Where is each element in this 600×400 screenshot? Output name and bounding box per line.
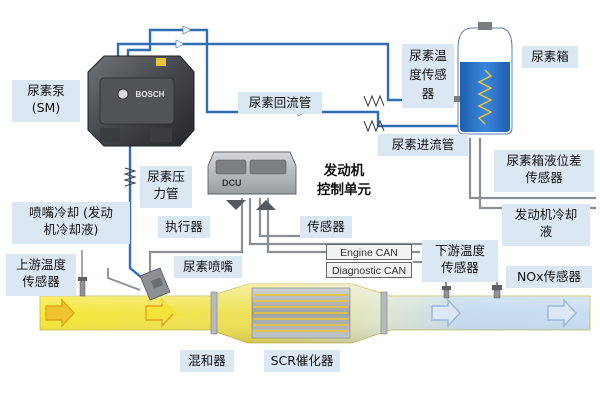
engine-coolant-label: 发动机冷却 液: [502, 204, 590, 246]
diagnostic-can-bus-label: Diagnostic CAN: [326, 262, 412, 278]
downstream-temp-sensor-label: 下游温度 传感器: [422, 240, 498, 282]
downstream-temp-line2: 传感器: [441, 260, 479, 275]
sensor-label-text: 传感器: [307, 219, 345, 234]
urea-return-line-label-text: 尿素回流管: [248, 95, 312, 110]
nox-sensor-icon: [492, 285, 502, 299]
urea-tank-temp-line2: 度传感: [409, 67, 447, 82]
nozzle-coolant-line: [107, 268, 141, 291]
urea-return-line-label: 尿素回流管: [238, 92, 322, 114]
tank-level-sensor-label: 尿素箱液位差 传感器: [494, 150, 594, 192]
urea-inlet-line-label: 尿素进流管: [378, 134, 468, 156]
urea-tank-temp-sensor-label: 尿素温 度传感 器: [402, 44, 454, 108]
ecu-title-label: 发动机 控制单元: [300, 160, 388, 202]
dcu-io-arrows: [226, 200, 276, 210]
mixer-label-text: 混和器: [188, 353, 226, 368]
engine-can-text: Engine CAN: [340, 247, 398, 259]
nox-sensor-label: NOx传感器: [506, 266, 592, 288]
urea-pressure-line2: 力管: [153, 186, 179, 201]
scr-catalyst-core: [251, 287, 351, 339]
scr-catalyst-label-text: SCR催化器: [270, 353, 334, 368]
nozzle-cooling-label: 喷嘴冷却 (发动 机冷却液): [12, 202, 130, 244]
tank-level-line2: 传感器: [525, 170, 563, 185]
downstream-temp-line1: 下游温度: [434, 243, 485, 258]
ecu-title-line1: 发动机: [323, 163, 365, 179]
engine-can-bus-label: Engine CAN: [326, 244, 412, 260]
pipe-flanges: [210, 291, 388, 335]
urea-tank-label-text: 尿素箱: [531, 49, 569, 64]
nozzle-cooling-line1: 喷嘴冷却 (发动: [29, 205, 113, 220]
scr-catalyst-label: SCR催化器: [264, 350, 340, 372]
downstream-temp-sensor-icon: [442, 286, 451, 299]
urea-pressure-line-label: 尿素压 力管: [140, 166, 192, 208]
ecu-title-line2: 控制单元: [317, 182, 371, 198]
urea-pump-label-line1: 尿素泵: [27, 83, 65, 98]
tank-level-line1: 尿素箱液位差: [506, 153, 582, 168]
dcu-name-text: DCU: [222, 178, 242, 188]
pump-brand-text: BOSCH: [136, 90, 165, 99]
urea-inlet-line-label-text: 尿素进流管: [391, 137, 455, 152]
urea-pressure-coil: [123, 167, 137, 187]
upstream-temp-sensor-label: 上游温度 传感器: [6, 254, 76, 296]
urea-pump-label: 尿素泵 (SM): [12, 80, 80, 122]
actuator-label: 执行器: [158, 216, 210, 238]
nox-sensor-label-text: NOx传感器: [516, 269, 582, 284]
urea-nozzle-label-text: 尿素喷嘴: [182, 259, 233, 274]
urea-nozzle-icon: [139, 267, 179, 318]
upstream-temp-line2: 传感器: [22, 274, 60, 289]
urea-pump-label-line2: (SM): [31, 100, 61, 115]
sensor-label: 传感器: [300, 216, 352, 238]
urea-tank-temp-line3: 器: [421, 86, 435, 101]
upstream-temp-line1: 上游温度: [15, 257, 66, 272]
dcu-ecu-icon: DCU: [207, 151, 297, 195]
engine-coolant-line2: 液: [539, 224, 553, 239]
mixer-label: 混和器: [180, 350, 234, 372]
urea-nozzle-label: 尿素喷嘴: [174, 256, 242, 278]
actuator-label-text: 执行器: [165, 219, 203, 234]
urea-inlet-line: [126, 28, 468, 128]
urea-tank-icon: [452, 22, 513, 135]
urea-tank-temp-line1: 尿素温: [409, 48, 447, 63]
return-line-coil: [363, 94, 385, 133]
upstream-temp-sensor-icon: [78, 250, 87, 297]
urea-tank-label: 尿素箱: [522, 46, 578, 68]
urea-pump-icon: BOSCH: [87, 55, 195, 147]
nozzle-cooling-line2: 机冷却液): [43, 222, 99, 237]
urea-pressure-line1: 尿素压: [147, 169, 185, 184]
exhaust-flow-arrows: [45, 298, 577, 328]
engine-coolant-line1: 发动机冷却: [514, 207, 578, 222]
diagnostic-can-text: Diagnostic CAN: [331, 265, 407, 277]
